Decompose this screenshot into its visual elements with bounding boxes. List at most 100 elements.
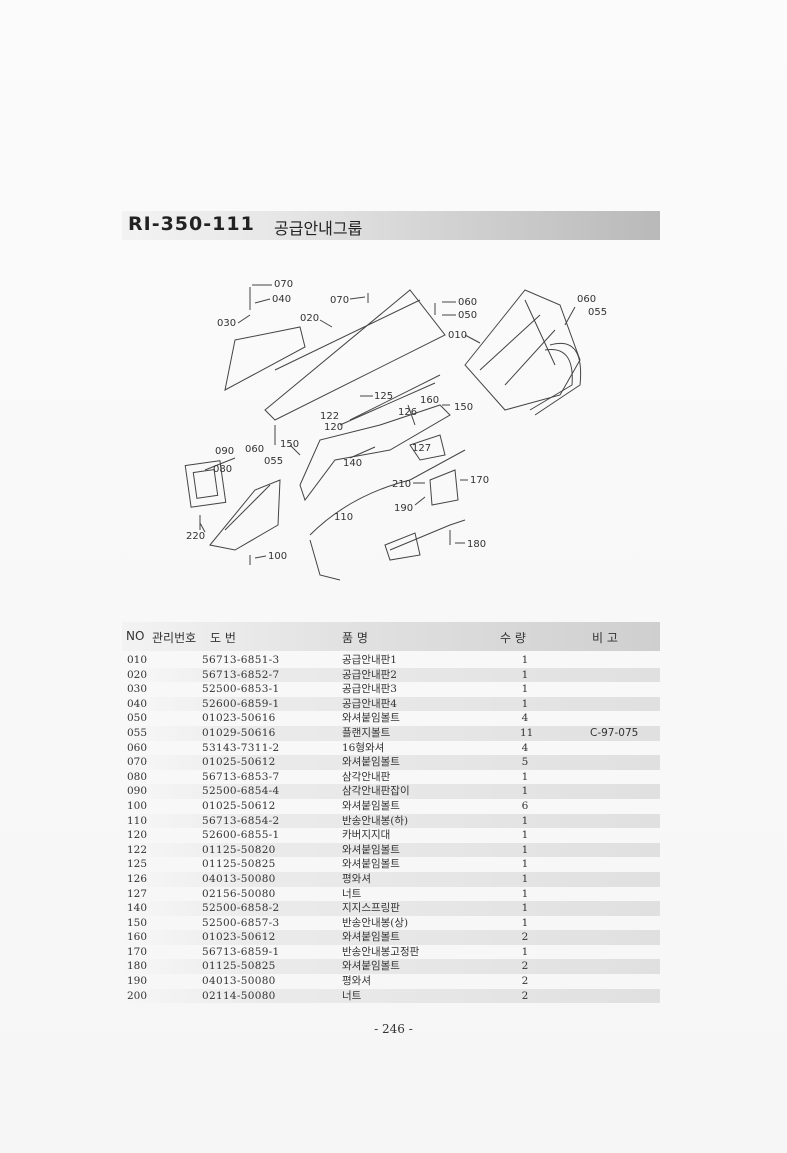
cell-quantity: 1 [521, 654, 529, 666]
header-quantity: 수 량 [500, 631, 526, 645]
cell-quantity: 1 [521, 843, 529, 856]
cell-no: 090 [127, 785, 148, 798]
cell-no: 050 [127, 712, 148, 725]
cell-drawing-number: 01025-50612 [202, 756, 276, 769]
cell-part-name: 16형와셔 [342, 741, 385, 754]
cell-part-name: 와셔붙임볼트 [342, 843, 400, 856]
cell-part-name: 와셔붙임볼트 [342, 799, 400, 812]
cell-quantity: 1 [521, 829, 529, 842]
cell-no: 110 [127, 814, 148, 827]
cell-no: 122 [127, 843, 148, 856]
cell-drawing-number: 56713-6854-2 [202, 814, 280, 827]
cell-quantity: 1 [521, 697, 529, 710]
cell-no: 170 [127, 945, 148, 958]
cell-quantity: 1 [521, 814, 529, 827]
cell-part-name: 반송안내봉(하) [342, 814, 409, 827]
part-080-triangle [209, 479, 281, 551]
cell-part-name: 삼각안내판잡이 [342, 785, 410, 798]
part-090-frame [184, 460, 227, 508]
cell-drawing-number: 02114-50080 [202, 989, 276, 1002]
cell-quantity: 1 [521, 887, 529, 900]
cell-quantity: 1 [521, 945, 529, 958]
cell-drawing-number: 02156-50080 [202, 887, 276, 900]
part-055-bracket [534, 343, 582, 416]
part-020-shape [264, 289, 446, 421]
callout-170: 170 [470, 475, 489, 486]
part-110-rod [309, 449, 466, 536]
group-code: RI-350-111 [128, 213, 255, 235]
cell-no: 140 [127, 902, 148, 915]
callout-120: 120 [324, 422, 343, 433]
cell-no: 127 [127, 887, 148, 900]
cell-quantity: 11 [520, 726, 534, 739]
callout-040: 040 [272, 294, 291, 305]
callout-070: 070 [330, 295, 349, 306]
cell-part-name: 공급안내판2 [342, 668, 397, 681]
cell-quantity: 1 [521, 858, 529, 871]
cell-drawing-number: 01029-50616 [202, 726, 276, 739]
cell-part-name: 평와셔 [342, 872, 371, 885]
callout-210: 210 [392, 479, 411, 490]
cell-quantity: 2 [521, 931, 529, 944]
cell-drawing-number: 56713-6853-7 [202, 770, 280, 783]
cell-part-name: 삼각안내판 [342, 770, 391, 783]
cell-drawing-number: 01023-50612 [202, 931, 276, 944]
cell-part-name: 너트 [342, 989, 362, 1002]
callout-060: 060 [245, 444, 264, 455]
cell-no: 190 [127, 975, 148, 988]
cell-part-name: 와셔붙임볼트 [342, 756, 400, 769]
cell-drawing-number: 04013-50080 [202, 872, 276, 885]
cell-part-name: 와셔붙임볼트 [342, 712, 400, 725]
cell-no: 120 [127, 829, 148, 842]
cell-part-name: 와셔붙임볼트 [342, 931, 400, 944]
cell-remarks: C-97-075 [590, 726, 639, 739]
cell-quantity: 1 [521, 683, 529, 696]
cell-quantity: 4 [521, 741, 529, 754]
cell-no: 200 [127, 989, 148, 1002]
header-remarks: 비 고 [592, 631, 618, 645]
title-bar: RI-350-111 공급안내그룹 [122, 211, 660, 240]
cell-quantity: 1 [521, 770, 529, 783]
callout-010: 010 [448, 330, 467, 341]
cell-drawing-number: 56713-6852-7 [202, 668, 280, 681]
cell-quantity: 1 [521, 872, 529, 885]
callout-160: 160 [420, 395, 439, 406]
cell-part-name: 공급안내판4 [342, 697, 397, 710]
callout-126: 126 [398, 407, 417, 418]
cell-part-name: 공급안내판3 [342, 683, 397, 696]
cell-drawing-number: 53143-7311-2 [202, 741, 280, 754]
part-030-shape [224, 326, 306, 391]
callout-030: 030 [217, 318, 236, 329]
callout-100: 100 [268, 551, 287, 562]
part-150-arm [299, 404, 451, 502]
exploded-parts-diagram: 070 040 030 020 070 060 050 010 060 055 … [184, 279, 607, 581]
callout-080: 080 [213, 464, 232, 475]
callout-055: 055 [264, 456, 283, 467]
cell-quantity: 2 [521, 960, 529, 973]
cell-no: 030 [127, 683, 148, 696]
cell-no: 020 [127, 668, 148, 681]
callout-060: 060 [458, 297, 477, 308]
cell-no: 010 [127, 654, 148, 666]
cell-quantity: 1 [521, 916, 529, 929]
header-part-name: 품 명 [342, 631, 368, 645]
cell-no: 160 [127, 931, 148, 944]
callout-140: 140 [343, 458, 362, 469]
